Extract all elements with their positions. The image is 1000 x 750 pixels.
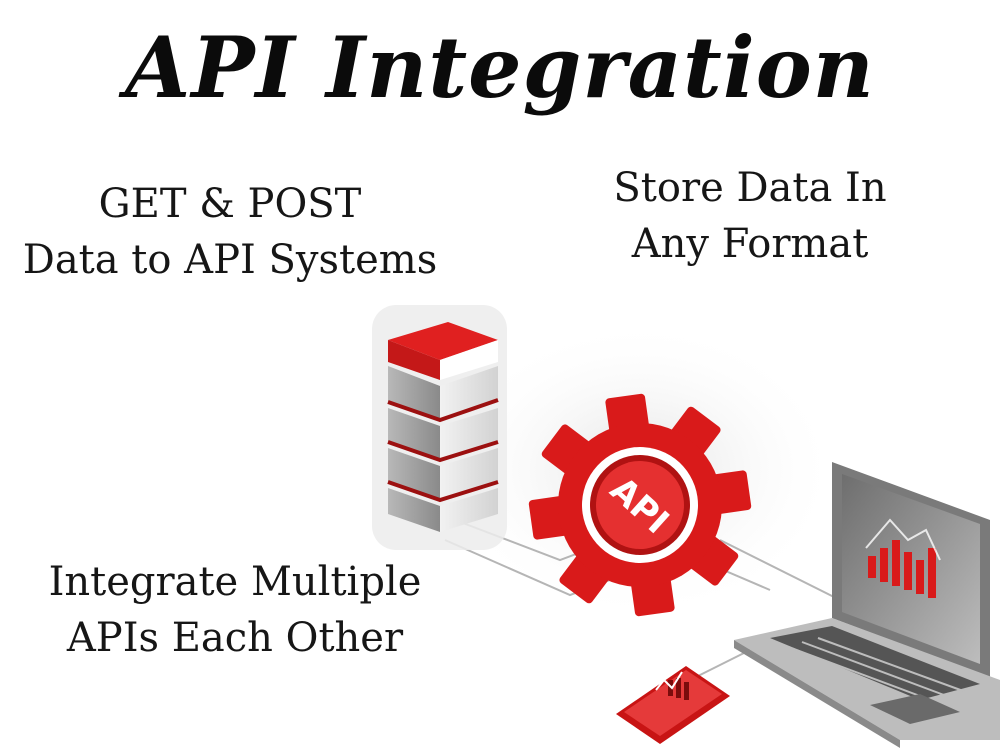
screen-chart-icon <box>868 540 936 598</box>
page-title: API Integration <box>125 18 875 117</box>
phone-icon <box>616 666 730 744</box>
caption-store-data: Store Data In Any Format <box>560 160 940 272</box>
caption-store-line1: Store Data In <box>613 165 887 211</box>
caption-store-line2: Any Format <box>631 221 869 267</box>
keyboard <box>770 626 980 700</box>
caption-get-post-line2: Data to API Systems <box>22 237 438 283</box>
laptop-icon <box>734 462 1000 748</box>
caption-integrate-line2: APIs Each Other <box>66 615 404 661</box>
caption-integrate-line1: Integrate Multiple <box>48 559 422 605</box>
caption-get-post: GET & POST Data to API Systems <box>0 176 460 288</box>
caption-integrate: Integrate Multiple APIs Each Other <box>0 554 470 666</box>
server-icon <box>372 305 507 550</box>
caption-get-post-line1: GET & POST <box>98 181 362 227</box>
api-gear-icon: API <box>528 393 752 617</box>
